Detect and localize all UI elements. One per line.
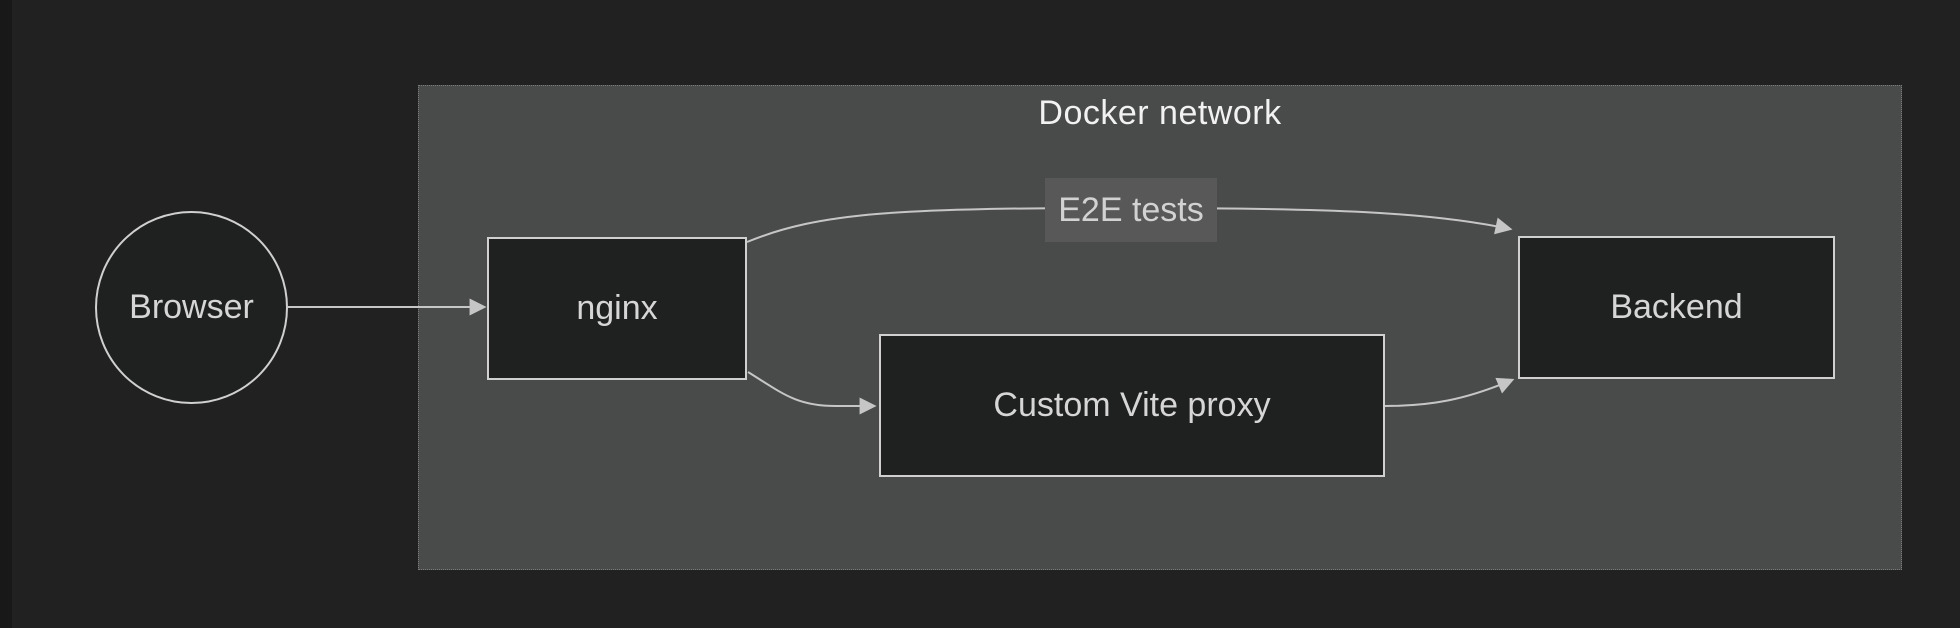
custom-vite-proxy-node-label: Custom Vite proxy <box>993 386 1271 424</box>
browser-node: Browser <box>95 211 288 404</box>
nginx-node-label: nginx <box>576 289 658 327</box>
edge-label-e2e-tests: E2E tests <box>1045 178 1217 242</box>
nginx-node: nginx <box>487 237 747 380</box>
backend-node-label: Backend <box>1610 288 1743 326</box>
custom-vite-proxy-node: Custom Vite proxy <box>879 334 1385 477</box>
browser-node-label: Browser <box>129 288 254 326</box>
left-edge-strip <box>0 0 12 628</box>
cluster-title: Docker network <box>1038 94 1282 132</box>
backend-node: Backend <box>1518 236 1835 379</box>
